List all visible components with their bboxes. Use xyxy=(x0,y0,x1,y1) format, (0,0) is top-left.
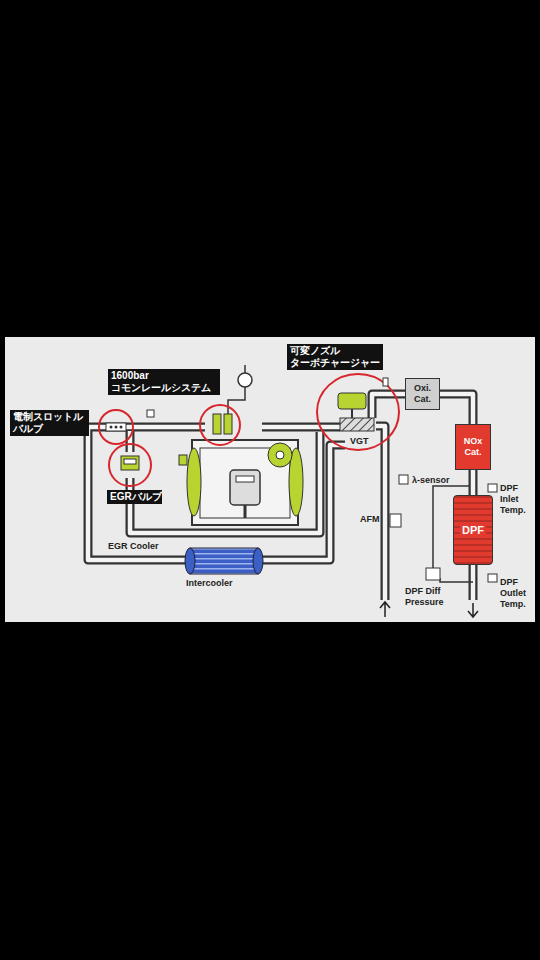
sensor-name: DPF Inlet Temp. xyxy=(500,483,534,516)
callout-box: 電制スロットル バルブ xyxy=(10,410,89,436)
node-text: 可変ノズル ターボチャージャー xyxy=(290,345,380,369)
pipe-stroke xyxy=(440,394,473,424)
egr-valve xyxy=(109,444,151,486)
pipes xyxy=(88,394,473,600)
dpf-filter: DPF xyxy=(453,495,493,565)
pipe-stroke xyxy=(471,470,476,495)
outlet-arrow xyxy=(468,603,478,617)
oxidation-catalyst: Oxi. Cat. xyxy=(405,378,440,410)
sensor-name: DPF Diff Pressure xyxy=(405,586,457,608)
pipe-stroke xyxy=(469,470,478,495)
node-text: Oxi. Cat. xyxy=(408,383,437,405)
node-text: DPF xyxy=(460,525,486,536)
node-text: 1600bar コモンレールシステム xyxy=(111,370,217,394)
callout-box: 可変ノズル ターボチャージャー xyxy=(287,344,383,370)
sensor-name: λ-sensor xyxy=(412,475,472,486)
part-name: Intercooler xyxy=(186,578,256,589)
sensors xyxy=(383,378,497,582)
node-text: 電制スロットル バルブ xyxy=(13,411,86,435)
exhaust-pipe xyxy=(473,470,474,495)
callout-box: EGRバルブ xyxy=(107,490,162,504)
intercooler xyxy=(185,548,263,574)
panel xyxy=(5,337,535,622)
node-text: EGRバルブ xyxy=(110,491,162,503)
pipe-stroke xyxy=(440,394,473,424)
sensor-name: DPF Outlet Temp. xyxy=(500,577,534,610)
part-name: VGT xyxy=(350,436,380,447)
node-text: NOx Cat. xyxy=(458,436,488,458)
turbocharger xyxy=(317,374,399,450)
intake-arrow xyxy=(380,602,390,617)
nox-catalyst: NOx Cat. xyxy=(455,424,491,470)
part-name: EGR Cooler xyxy=(108,541,178,552)
callout-box: 1600bar コモンレールシステム xyxy=(108,369,220,395)
sensor-name: AFM xyxy=(360,514,384,525)
exhaust-pipe xyxy=(440,394,473,424)
engine xyxy=(179,440,303,525)
throttle-valve xyxy=(99,410,154,444)
